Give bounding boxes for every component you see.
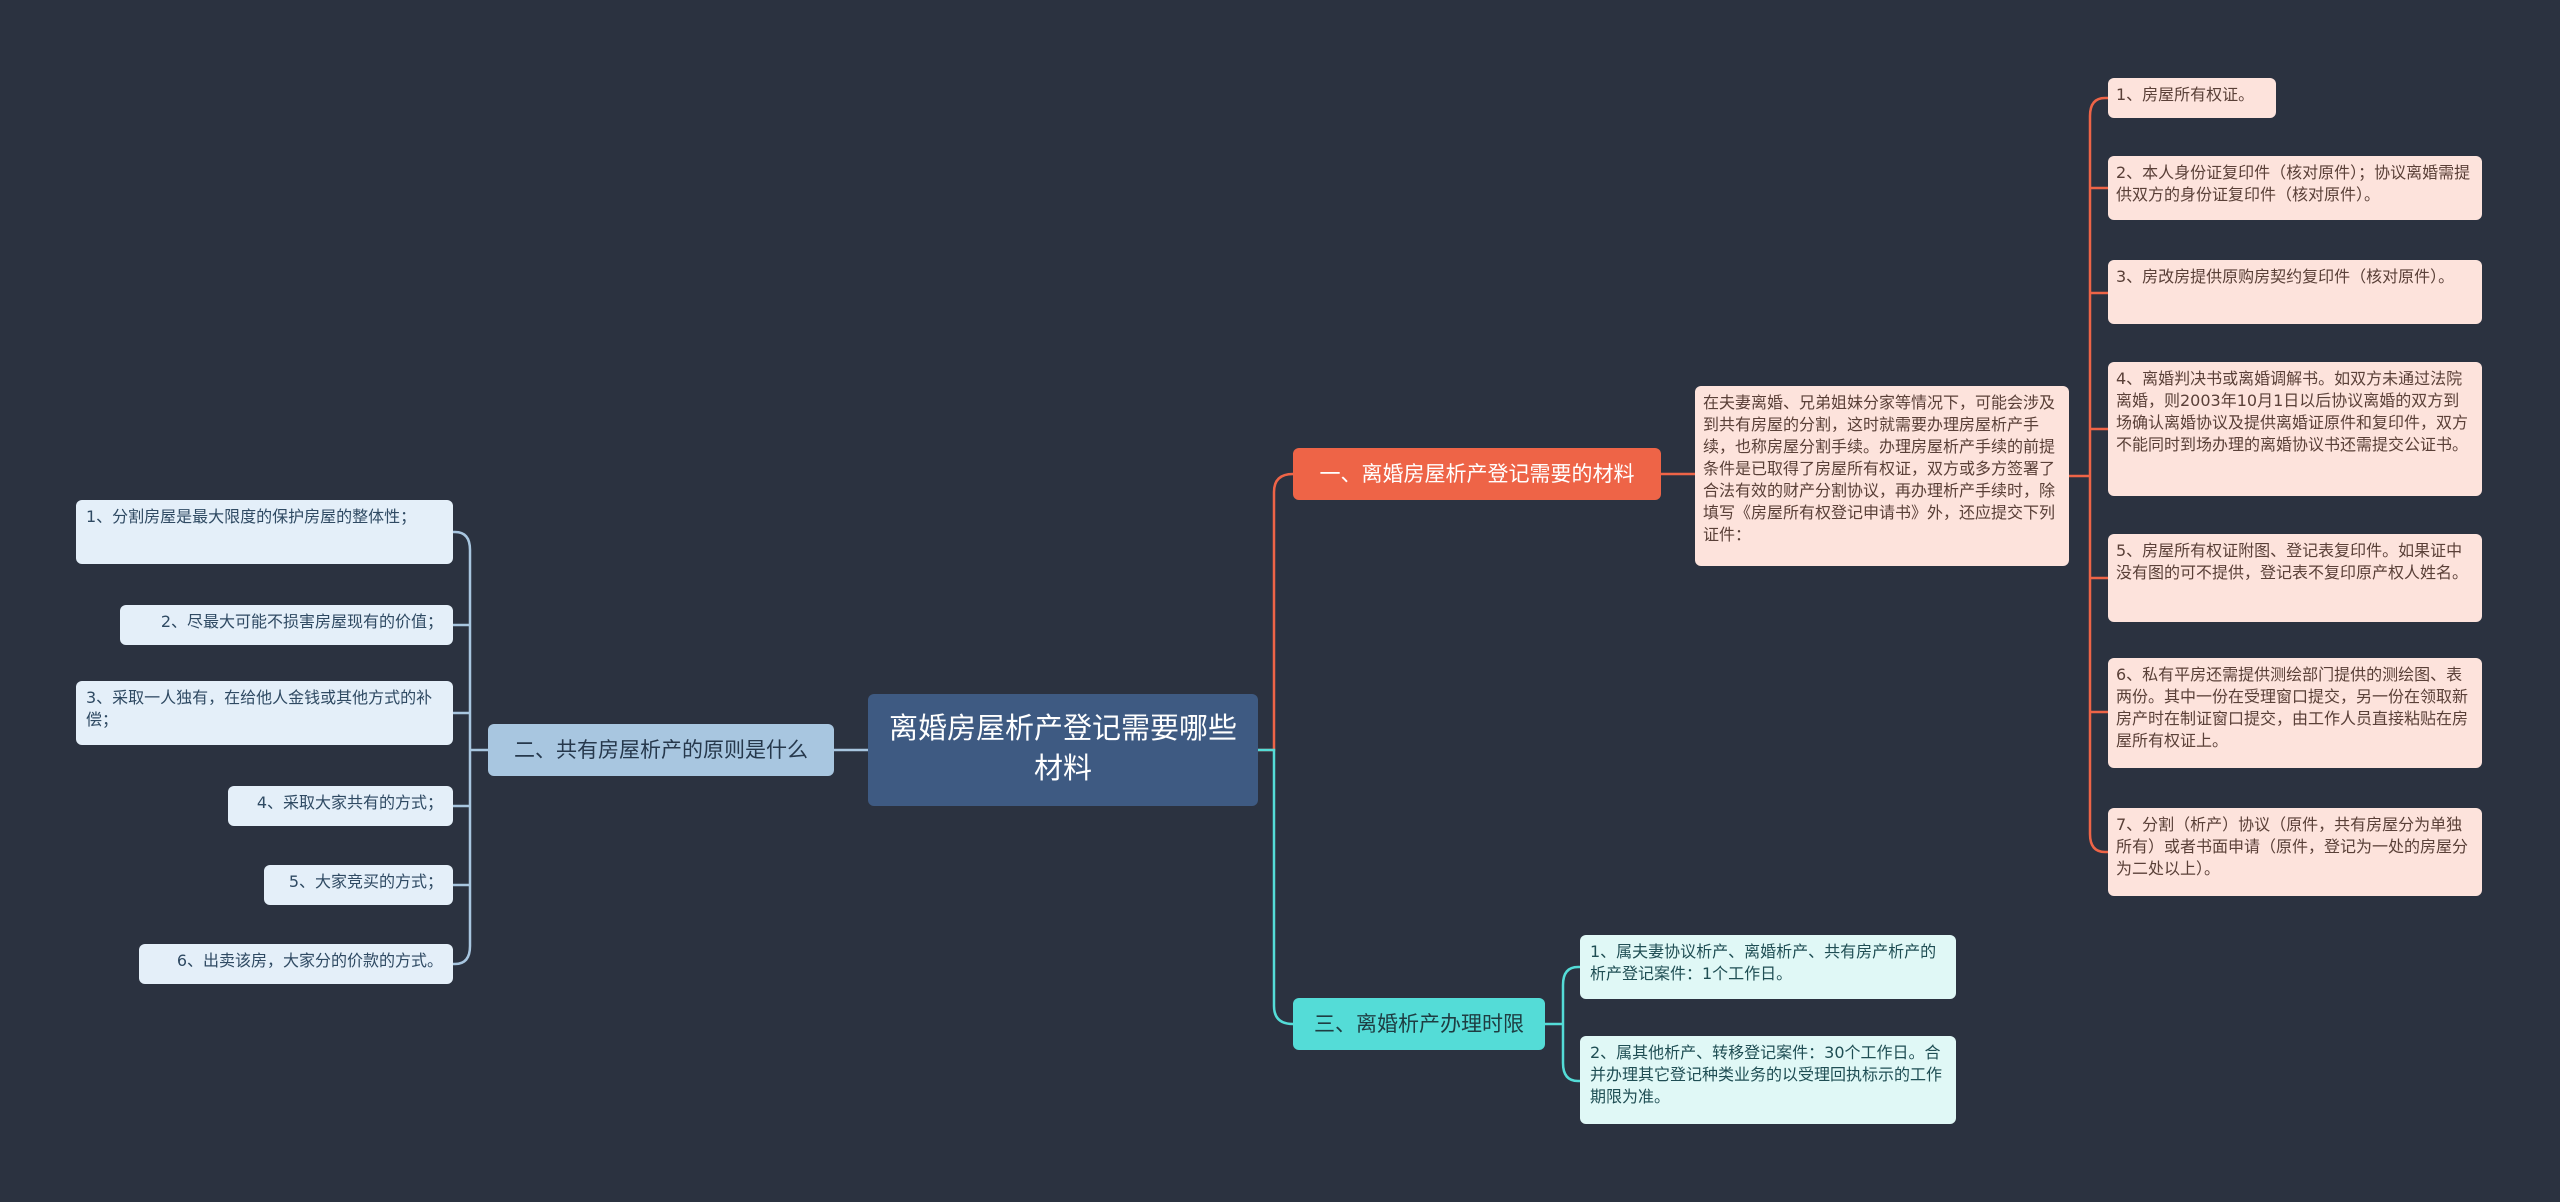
material-item-3[interactable]: 3、房改房提供原购房契约复印件（核对原件）。 xyxy=(2108,260,2482,324)
materials-intro-paragraph[interactable]: 在夫妻离婚、兄弟姐妹分家等情况下，可能会涉及到共有房屋的分割，这时就需要办理房屋… xyxy=(1695,386,2069,566)
branch-timelimit-label: 三、离婚析产办理时限 xyxy=(1314,1012,1524,1036)
connector-root-branch1 xyxy=(1258,472,1294,752)
principle-item-1[interactable]: 1、分割房屋是最大限度的保护房屋的整体性； xyxy=(76,500,453,564)
principle-item-5[interactable]: 5、大家竞买的方式； xyxy=(264,865,453,905)
principle-item-3[interactable]: 3、采取一人独有，在给他人金钱或其他方式的补偿； xyxy=(76,681,453,745)
branch-timelimit[interactable]: 三、离婚析产办理时限 xyxy=(1293,998,1545,1050)
material-item-5[interactable]: 5、房屋所有权证附图、登记表复印件。如果证中没有图的可不提供，登记表不复印原产权… xyxy=(2108,534,2482,622)
principle-item-2[interactable]: 2、尽最大可能不损害房屋现有的价值； xyxy=(120,605,453,645)
principle-item-1-text: 1、分割房屋是最大限度的保护房屋的整体性； xyxy=(86,507,417,526)
connector-branch2-items xyxy=(453,530,488,966)
connector-branch3-items xyxy=(1545,965,1580,1083)
root-topic-label: 离婚房屋析产登记需要哪些材料 xyxy=(888,711,1237,785)
principle-item-3-text: 3、采取一人独有，在给他人金钱或其他方式的补偿； xyxy=(86,688,433,729)
principle-item-2-text: 2、尽最大可能不损害房屋现有的价值； xyxy=(160,612,443,631)
principle-item-6-text: 6、出卖该房，大家分的价款的方式。 xyxy=(176,951,443,970)
material-item-4-text: 4、离婚判决书或离婚调解书。如双方未通过法院离婚，则2003年10月1日以后协议… xyxy=(2116,369,2469,454)
timelimit-item-1[interactable]: 1、属夫妻协议析产、离婚析产、共有房产析产的析产登记案件：1个工作日。 xyxy=(1580,935,1956,999)
material-item-6[interactable]: 6、私有平房还需提供测绘部门提供的测绘图、表两份。其中一份在受理窗口提交，另一份… xyxy=(2108,658,2482,768)
material-item-1-text: 1、房屋所有权证。 xyxy=(2116,85,2255,104)
connector-paragraph-items xyxy=(2069,96,2108,854)
branch-principles[interactable]: 二、共有房屋析产的原则是什么 xyxy=(488,724,834,776)
branch-principles-label: 二、共有房屋析产的原则是什么 xyxy=(514,738,808,762)
material-item-4[interactable]: 4、离婚判决书或离婚调解书。如双方未通过法院离婚，则2003年10月1日以后协议… xyxy=(2108,362,2482,496)
timelimit-item-2[interactable]: 2、属其他析产、转移登记案件：30个工作日。合并办理其它登记种类业务的以受理回执… xyxy=(1580,1036,1956,1124)
connector-root-branch3 xyxy=(1258,748,1294,1026)
branch-materials[interactable]: 一、离婚房屋析产登记需要的材料 xyxy=(1293,448,1661,500)
principle-item-4-text: 4、采取大家共有的方式； xyxy=(256,793,443,812)
material-item-2[interactable]: 2、本人身份证复印件（核对原件）；协议离婚需提供双方的身份证复印件（核对原件）。 xyxy=(2108,156,2482,220)
principle-item-5-text: 5、大家竞买的方式； xyxy=(288,872,443,891)
timelimit-item-2-text: 2、属其他析产、转移登记案件：30个工作日。合并办理其它登记种类业务的以受理回执… xyxy=(1590,1043,1943,1106)
root-topic[interactable]: 离婚房屋析产登记需要哪些材料 xyxy=(868,694,1258,806)
branch-materials-label: 一、离婚房屋析产登记需要的材料 xyxy=(1319,462,1635,486)
timelimit-item-1-text: 1、属夫妻协议析产、离婚析产、共有房产析产的析产登记案件：1个工作日。 xyxy=(1590,942,1937,983)
materials-intro-text: 在夫妻离婚、兄弟姐妹分家等情况下，可能会涉及到共有房屋的分割，这时就需要办理房屋… xyxy=(1703,393,2056,544)
material-item-3-text: 3、房改房提供原购房契约复印件（核对原件）。 xyxy=(2116,267,2455,286)
principle-item-4[interactable]: 4、采取大家共有的方式； xyxy=(228,786,453,826)
material-item-2-text: 2、本人身份证复印件（核对原件）；协议离婚需提供双方的身份证复印件（核对原件）。 xyxy=(2116,163,2471,204)
material-item-7[interactable]: 7、分割（析产）协议（原件，共有房屋分为单独所有）或者书面申请（原件，登记为一处… xyxy=(2108,808,2482,896)
material-item-1[interactable]: 1、房屋所有权证。 xyxy=(2108,78,2276,118)
principle-item-6[interactable]: 6、出卖该房，大家分的价款的方式。 xyxy=(139,944,453,984)
material-item-7-text: 7、分割（析产）协议（原件，共有房屋分为单独所有）或者书面申请（原件，登记为一处… xyxy=(2116,815,2469,878)
material-item-5-text: 5、房屋所有权证附图、登记表复印件。如果证中没有图的可不提供，登记表不复印原产权… xyxy=(2116,541,2469,582)
material-item-6-text: 6、私有平房还需提供测绘部门提供的测绘图、表两份。其中一份在受理窗口提交，另一份… xyxy=(2116,665,2469,750)
